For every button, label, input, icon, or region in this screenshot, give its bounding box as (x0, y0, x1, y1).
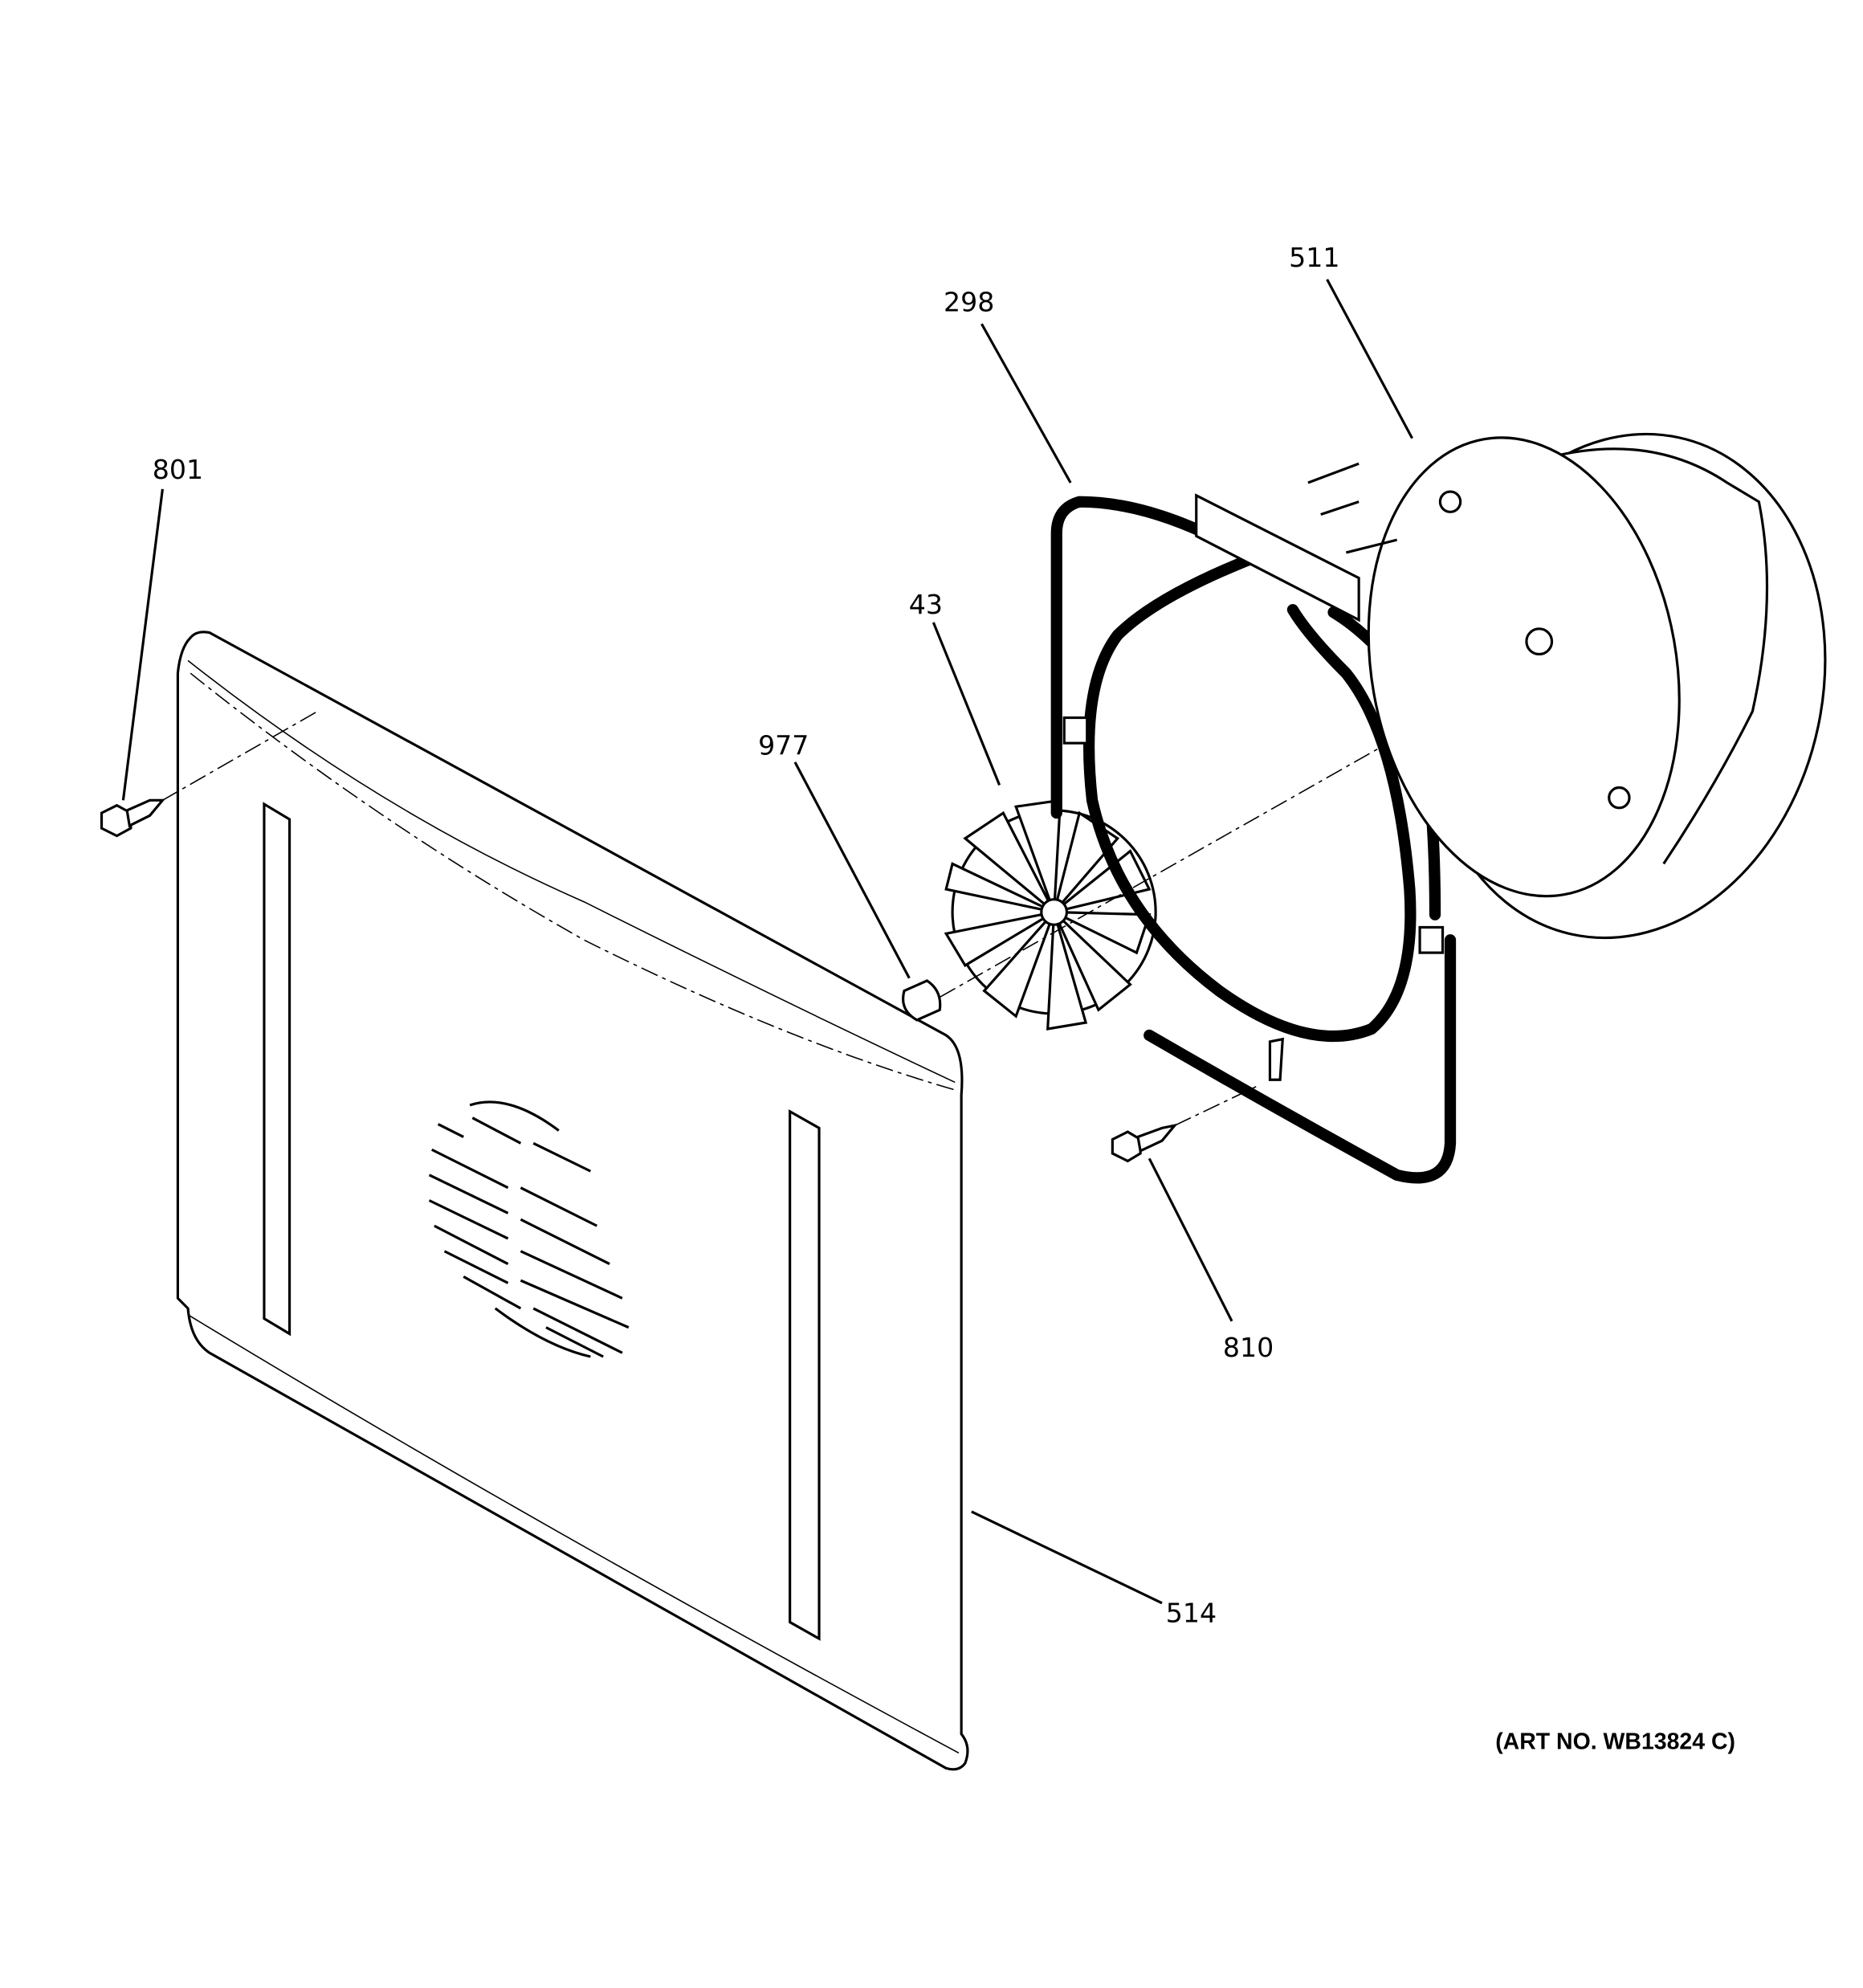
back-panel-514 (176, 631, 969, 1771)
callout-43: 43 (909, 589, 943, 620)
callout-511: 511 (1289, 242, 1339, 273)
leader-lines (121, 279, 1413, 1605)
convection-motor-511 (1307, 432, 1827, 940)
fan-blade-43 (944, 798, 1157, 1031)
art-number: (ART NO. WB13824 C) (1495, 1729, 1735, 1755)
callout-977: 977 (758, 729, 809, 761)
callout-810: 810 (1223, 1332, 1274, 1363)
callout-801: 801 (153, 454, 203, 485)
screw-810 (1111, 1085, 1258, 1163)
callout-514: 514 (1166, 1598, 1217, 1629)
callout-298: 298 (944, 286, 994, 317)
vent-grille (428, 1100, 630, 1358)
screw-801 (100, 710, 318, 838)
